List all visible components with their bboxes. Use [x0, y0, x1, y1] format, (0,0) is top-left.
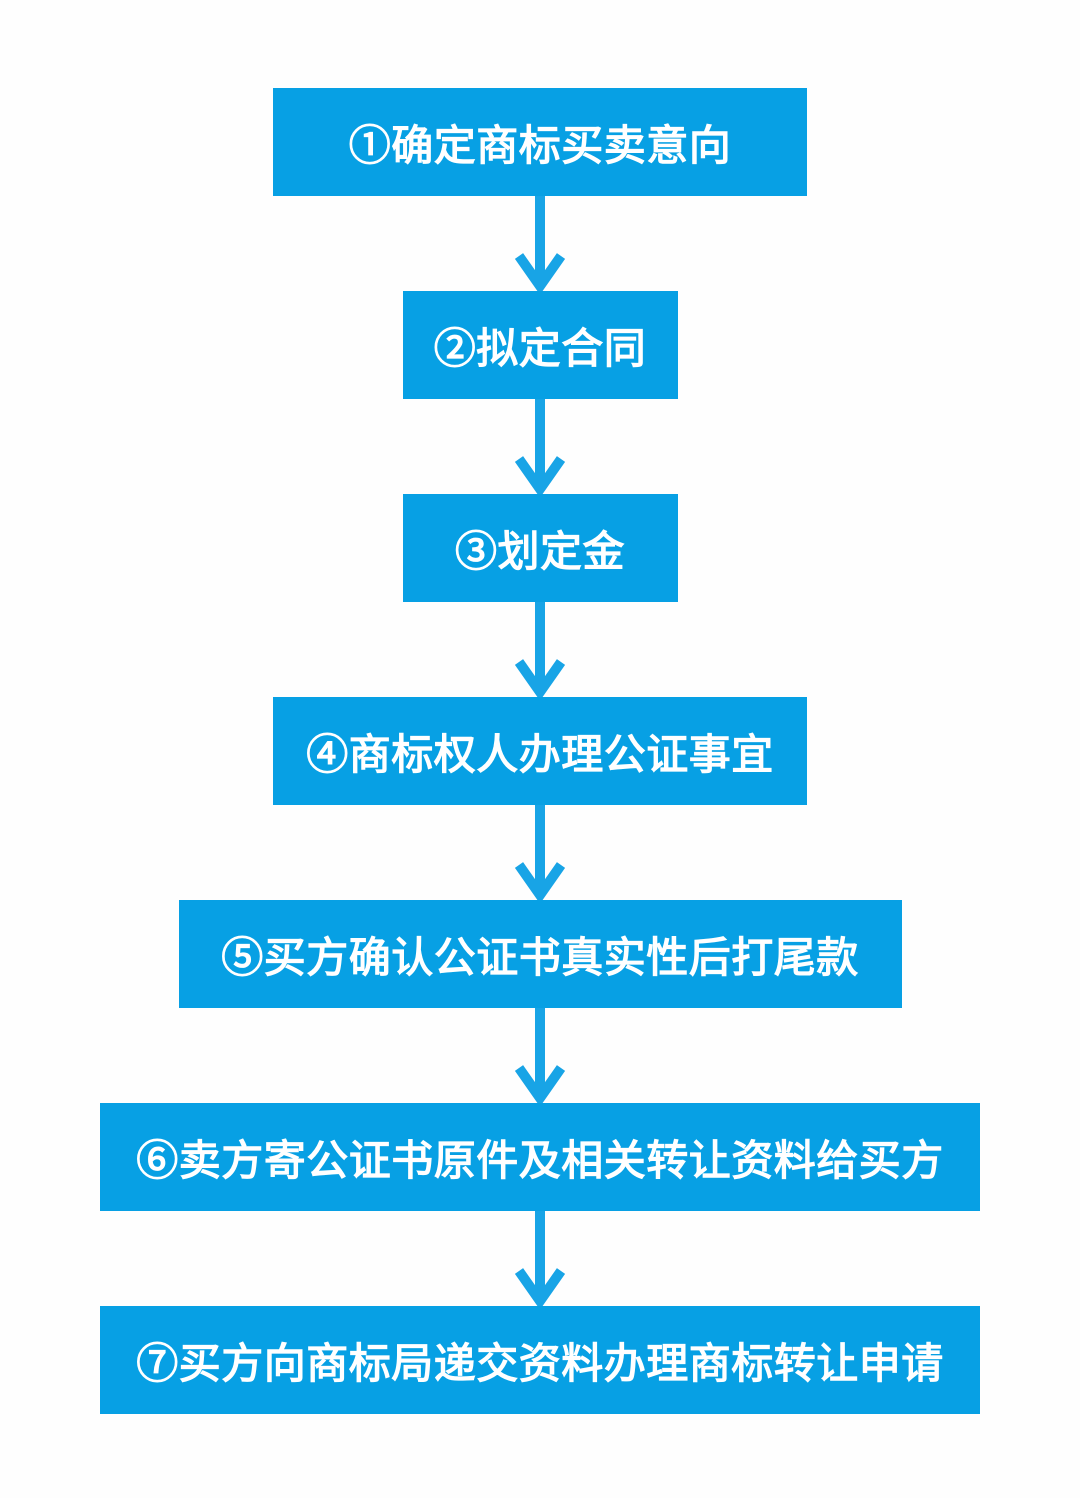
- flow-step-5: ⑤买方确认公证书真实性后打尾款: [178, 900, 902, 1008]
- flow-step-1: ①确定商标买卖意向: [273, 88, 807, 196]
- arrow-down-icon: [514, 805, 566, 900]
- flow-step-7: ⑦买方向商标局递交资料办理商标转让申请: [100, 1306, 980, 1414]
- arrow-down-icon: [514, 1008, 566, 1103]
- arrow-down-icon: [514, 399, 566, 494]
- arrow-down-icon: [514, 1211, 566, 1306]
- flow-step-2: ②拟定合同: [402, 291, 678, 399]
- flow-step-4: ④商标权人办理公证事宜: [273, 697, 807, 805]
- trademark-transfer-flowchart: ①确定商标买卖意向 ②拟定合同 ③划定金 ④商标权人办理公证事宜 ⑤买方确认公证…: [100, 88, 980, 1414]
- arrow-down-icon: [514, 602, 566, 697]
- flow-step-6: ⑥卖方寄公证书原件及相关转让资料给买方: [100, 1103, 980, 1211]
- arrow-down-icon: [514, 196, 566, 291]
- flow-step-3: ③划定金: [402, 494, 678, 602]
